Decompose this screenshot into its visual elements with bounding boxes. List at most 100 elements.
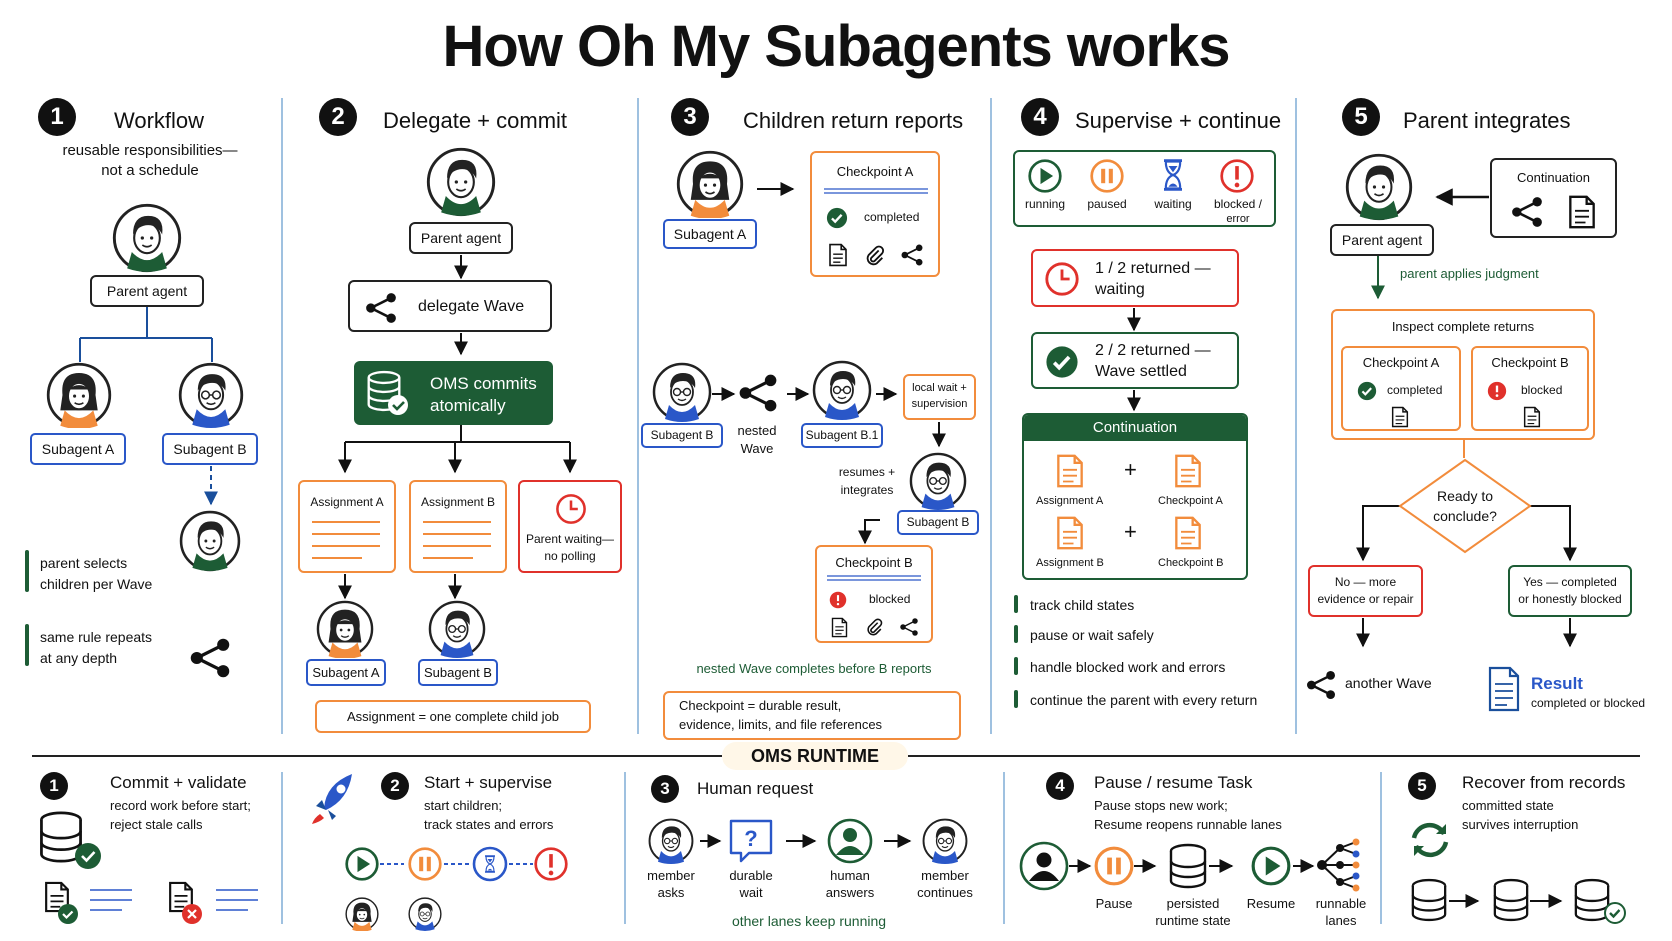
delegate-heading: Delegate + commit: [383, 108, 568, 133]
state-error: error: [1226, 213, 1250, 225]
bullet-track: track child states: [1030, 597, 1135, 613]
text-lines-icon: [90, 889, 132, 911]
continuation-panel: Continuation Assignment A + Checkpoint A…: [1022, 413, 1248, 580]
delegate-wave-label: delegate Wave: [418, 298, 525, 315]
checkpoint-footer: Checkpoint = durable result, evidence, l…: [663, 691, 961, 740]
inspect-cp-a-title: Checkpoint A: [1362, 355, 1440, 370]
blocked-icon: [829, 591, 847, 609]
share-icon: [1510, 195, 1544, 229]
checkpoint-a-title: Checkpoint A: [836, 164, 914, 179]
inspect-cp-b-status: blocked: [1521, 383, 1563, 397]
decision-diamond: [1398, 458, 1532, 554]
resume-icon: [1250, 845, 1292, 887]
nested-wave-1: nested: [737, 423, 777, 438]
human-request-heading: Human request: [697, 779, 814, 798]
returned-2-line1: 2 / 2 returned —: [1095, 342, 1211, 359]
note-bar: [25, 624, 29, 666]
assignment-a-label: Assignment A: [310, 495, 384, 509]
subagent-a-label: Subagent A: [306, 659, 386, 686]
lanes-2: lanes: [1325, 913, 1357, 928]
nested-subagent-avatar: [179, 510, 241, 572]
subagent-a-avatar: [316, 600, 374, 658]
document-icon: [1174, 515, 1202, 551]
oms-runtime-label: OMS RUNTIME: [722, 742, 908, 770]
paperclip-icon: [864, 245, 886, 267]
pause-icon: [1093, 845, 1135, 887]
bullet-pause: pause or wait safely: [1030, 627, 1154, 643]
database-check-icon: [1574, 878, 1626, 924]
continuation-card: Continuation: [1490, 158, 1617, 238]
share-icon: [364, 291, 398, 325]
recover-2: survives interruption: [1462, 817, 1579, 832]
continuation-assign-b: Assignment B: [1036, 557, 1104, 569]
no-outcome-1: No — more: [1334, 575, 1397, 589]
text-lines-icon: [312, 521, 380, 559]
inspect-title: Inspect complete returns: [1391, 319, 1535, 334]
paperclip-icon: [865, 618, 884, 637]
pause-resume-1: Pause stops new work;: [1094, 798, 1228, 813]
commit-validate-heading: Commit + validate: [110, 773, 247, 792]
persisted-1: persisted: [1166, 896, 1220, 911]
continuation-assign-a: Assignment A: [1036, 495, 1104, 507]
runtime-separator: [1003, 772, 1005, 924]
subagent-b1-avatar: [812, 360, 872, 420]
result-document-icon: [1488, 666, 1520, 712]
step-member-continues-2: continues: [917, 885, 973, 900]
runtime-step-4: 4: [1046, 772, 1074, 800]
no-outcome-2: evidence or repair: [1317, 592, 1414, 606]
state-waiting: waiting: [1154, 197, 1192, 211]
commit-validate-2: reject stale calls: [110, 817, 203, 832]
continuation-card-title: Continuation: [1517, 170, 1590, 185]
column-separator: [990, 98, 992, 734]
running-icon: [1027, 158, 1063, 194]
checkpoint-b-card: Checkpoint B blocked: [815, 545, 933, 643]
database-icon: [1168, 843, 1208, 889]
parent-waiting-line1: Parent waiting—: [525, 532, 615, 546]
step-member-asks-2: asks: [657, 885, 685, 900]
nested-wave-2: Wave: [740, 441, 774, 456]
children-return-heading: Children return reports: [743, 108, 964, 133]
column-separator: [637, 98, 639, 734]
document-icon: [1174, 453, 1202, 489]
note-same-rule-1: same rule repeats: [40, 629, 153, 645]
checkpoint-footer-1: Checkpoint = durable result,: [679, 698, 842, 713]
step-number-1: 1: [38, 98, 76, 136]
parent-waiting-line2: no polling: [544, 549, 596, 563]
returned-1-line1: 1 / 2 returned —: [1095, 260, 1211, 277]
checkpoint-footer-2: evidence, limits, and file references: [679, 717, 883, 732]
question-bubble-icon: ?: [729, 819, 773, 863]
database-icon: [1492, 878, 1530, 922]
subagent-b-label: Subagent B: [641, 423, 723, 448]
workflow-subtitle-1: reusable responsibilities—: [62, 142, 238, 159]
subagent-b-return-label: Subagent B: [897, 510, 979, 535]
runtime-step-2: 2: [381, 772, 409, 800]
bullet-blocked: handle blocked work and errors: [1030, 659, 1226, 675]
checkpoint-b-status: blocked: [869, 592, 911, 606]
subagent-a-avatar: [676, 150, 744, 218]
step-member-continues-1: member: [921, 868, 969, 883]
text-lines-icon: [216, 889, 258, 911]
another-wave: another Wave: [1345, 675, 1432, 691]
inspect-cp-b: Checkpoint B blocked: [1471, 346, 1589, 431]
paused-icon: [1089, 158, 1125, 194]
document-icon: [1391, 406, 1409, 428]
step-number-5: 5: [1342, 98, 1380, 136]
valid-document-icon: [45, 881, 78, 924]
document-icon: [1056, 515, 1084, 551]
note-bar: [25, 550, 29, 592]
plus-sign: +: [1124, 457, 1137, 482]
continuation-title: Continuation: [1092, 419, 1178, 436]
step-number-3: 3: [671, 98, 709, 136]
result-label: Result: [1531, 674, 1583, 693]
lanes-1: runnable: [1315, 896, 1367, 911]
nested-wave-note: nested Wave completes before B reports: [696, 661, 932, 676]
share-icon: [899, 617, 919, 637]
assignment-b-doc: Assignment B: [409, 480, 507, 573]
pause-resume-heading: Pause / resume Task: [1094, 773, 1253, 792]
yes-outcome-box: Yes — completed or honestly blocked: [1508, 565, 1632, 617]
oms-commits-line2: atomically: [430, 396, 506, 415]
member-avatar: [922, 818, 968, 864]
clock-icon: [1043, 260, 1081, 298]
runtime-step-3: 3: [651, 775, 679, 803]
